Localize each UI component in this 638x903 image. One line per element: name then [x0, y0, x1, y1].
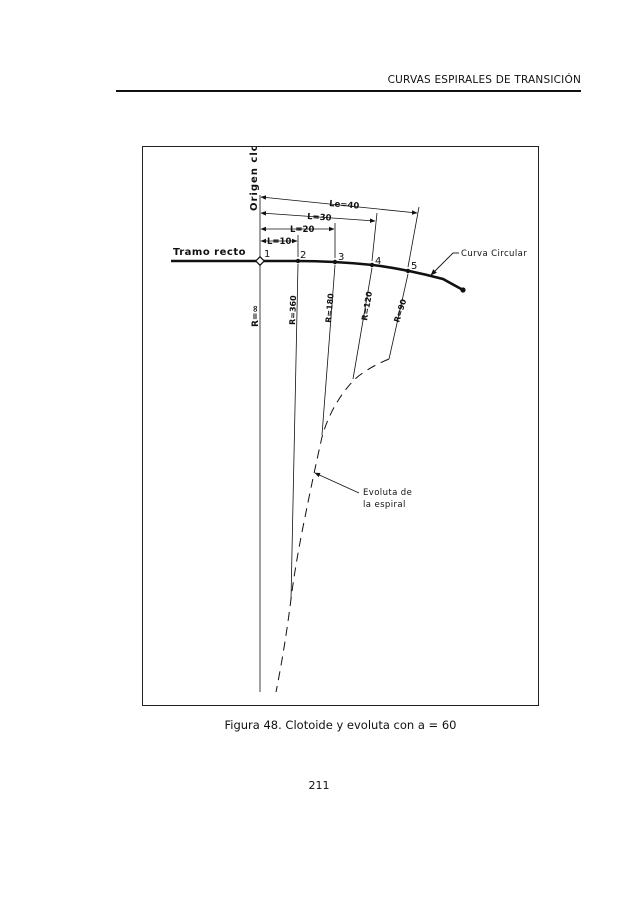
circular-curve-label: Curva Circular [461, 249, 527, 259]
clothoid-diagram: 1 2 3 4 5 Tramo recto Origen clotoide Cu… [171, 147, 527, 693]
spiral-evolute [275, 358, 390, 693]
station-point-5 [405, 268, 411, 274]
station-point-1 [254, 255, 266, 267]
running-header: CURVAS ESPIRALES DE TRANSICIÓN [387, 74, 581, 86]
radius-line-3 [321, 264, 336, 436]
origin-label: Origen clotoide [249, 147, 260, 211]
dim-line-le40 [260, 195, 418, 215]
station-point-3 [332, 259, 338, 265]
evolute-label-line1: Evoluta de [363, 488, 412, 498]
dim-label-l10: L=10 [267, 237, 291, 247]
figure-caption: Figura 48. Clotoide y evoluta con a = 60 [224, 718, 457, 732]
evolute-leader [314, 472, 360, 494]
header-rule [116, 90, 581, 92]
dim-label-le40: Le=40 [329, 199, 360, 212]
radius-label-5: R=90 [392, 298, 408, 324]
clothoid-curve [260, 259, 464, 292]
point-label-4: 4 [375, 256, 381, 267]
radius-lines [259, 263, 409, 692]
point-label-3: 3 [338, 252, 344, 263]
radius-line-2 [290, 263, 299, 600]
point-label-1: 1 [264, 249, 270, 260]
radius-label-3: R=180 [324, 293, 336, 324]
station-points [254, 255, 411, 274]
evolute-label-line2: la espiral [363, 500, 406, 510]
radius-line-5 [388, 273, 409, 360]
dimension-extension-lines [259, 195, 420, 268]
radius-label-2: R=360 [288, 295, 298, 325]
radius-label-4: R=120 [360, 290, 374, 321]
page-number: 211 [308, 779, 330, 792]
straight-section-label: Tramo recto [173, 247, 246, 258]
curve-end-point [460, 287, 466, 293]
circular-curve-leader [430, 252, 454, 276]
dim-label-l30: L=30 [307, 212, 332, 224]
dim-label-l20: L=20 [290, 225, 314, 235]
radius-label-1: R=∞ [251, 305, 261, 327]
figure-frame: 1 2 3 4 5 Tramo recto Origen clotoide Cu… [142, 146, 539, 706]
point-label-5: 5 [411, 261, 417, 272]
station-point-4 [369, 262, 375, 268]
point-label-2: 2 [300, 250, 306, 261]
radius-line-4 [352, 267, 373, 380]
station-point-2 [295, 258, 301, 264]
